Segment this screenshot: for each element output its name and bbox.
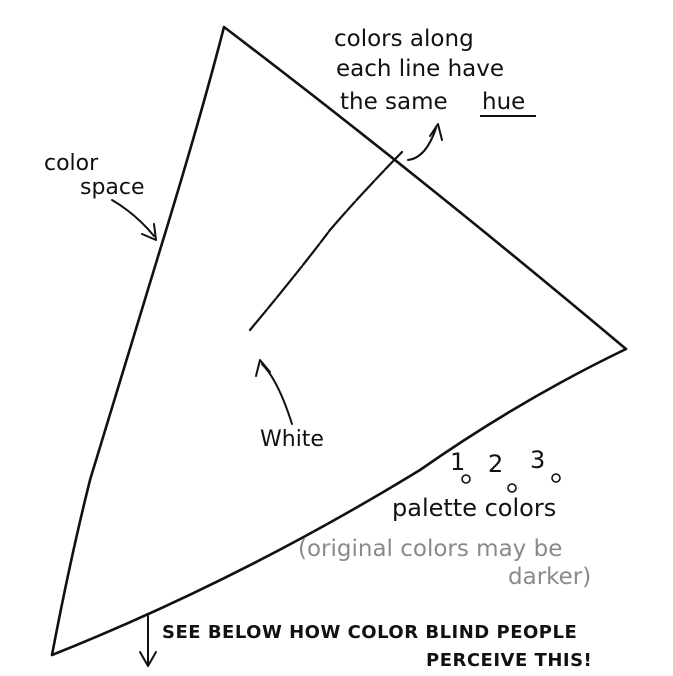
original-colors-note-line1: (original colors may be (298, 536, 562, 562)
palette-number-1: 1 (450, 448, 465, 476)
palette-color-3-marker (551, 473, 561, 483)
palette-color-2-marker (507, 483, 517, 493)
palette-colors-label: palette colors (392, 494, 556, 522)
white-point-label: White (260, 427, 324, 452)
hue-label-line1: colors along (334, 26, 474, 52)
color-space-triangle (50, 25, 628, 657)
color-space-label-line1: color (44, 151, 99, 176)
down-arrow (139, 615, 157, 667)
color-space-label-line2: space (80, 175, 145, 200)
hue-label-line3-word: hue (482, 89, 525, 115)
white-arrow (255, 359, 293, 425)
original-colors-note-line2: darker) (508, 564, 591, 590)
see-below-line1: SEE BELOW HOW COLOR BLIND PEOPLE (162, 622, 577, 643)
hue-label-line2: each line have (336, 56, 504, 82)
see-below-line2: PERCEIVE THIS! (426, 650, 592, 671)
palette-number-3: 3 (530, 446, 545, 474)
palette-color-1-marker (461, 474, 471, 484)
hue-callout-arrow (407, 123, 443, 161)
hue-label-line3-prefix: the same (340, 89, 448, 115)
palette-number-2: 2 (488, 450, 503, 478)
hue-line (248, 150, 404, 332)
color-space-arrow (111, 199, 157, 241)
